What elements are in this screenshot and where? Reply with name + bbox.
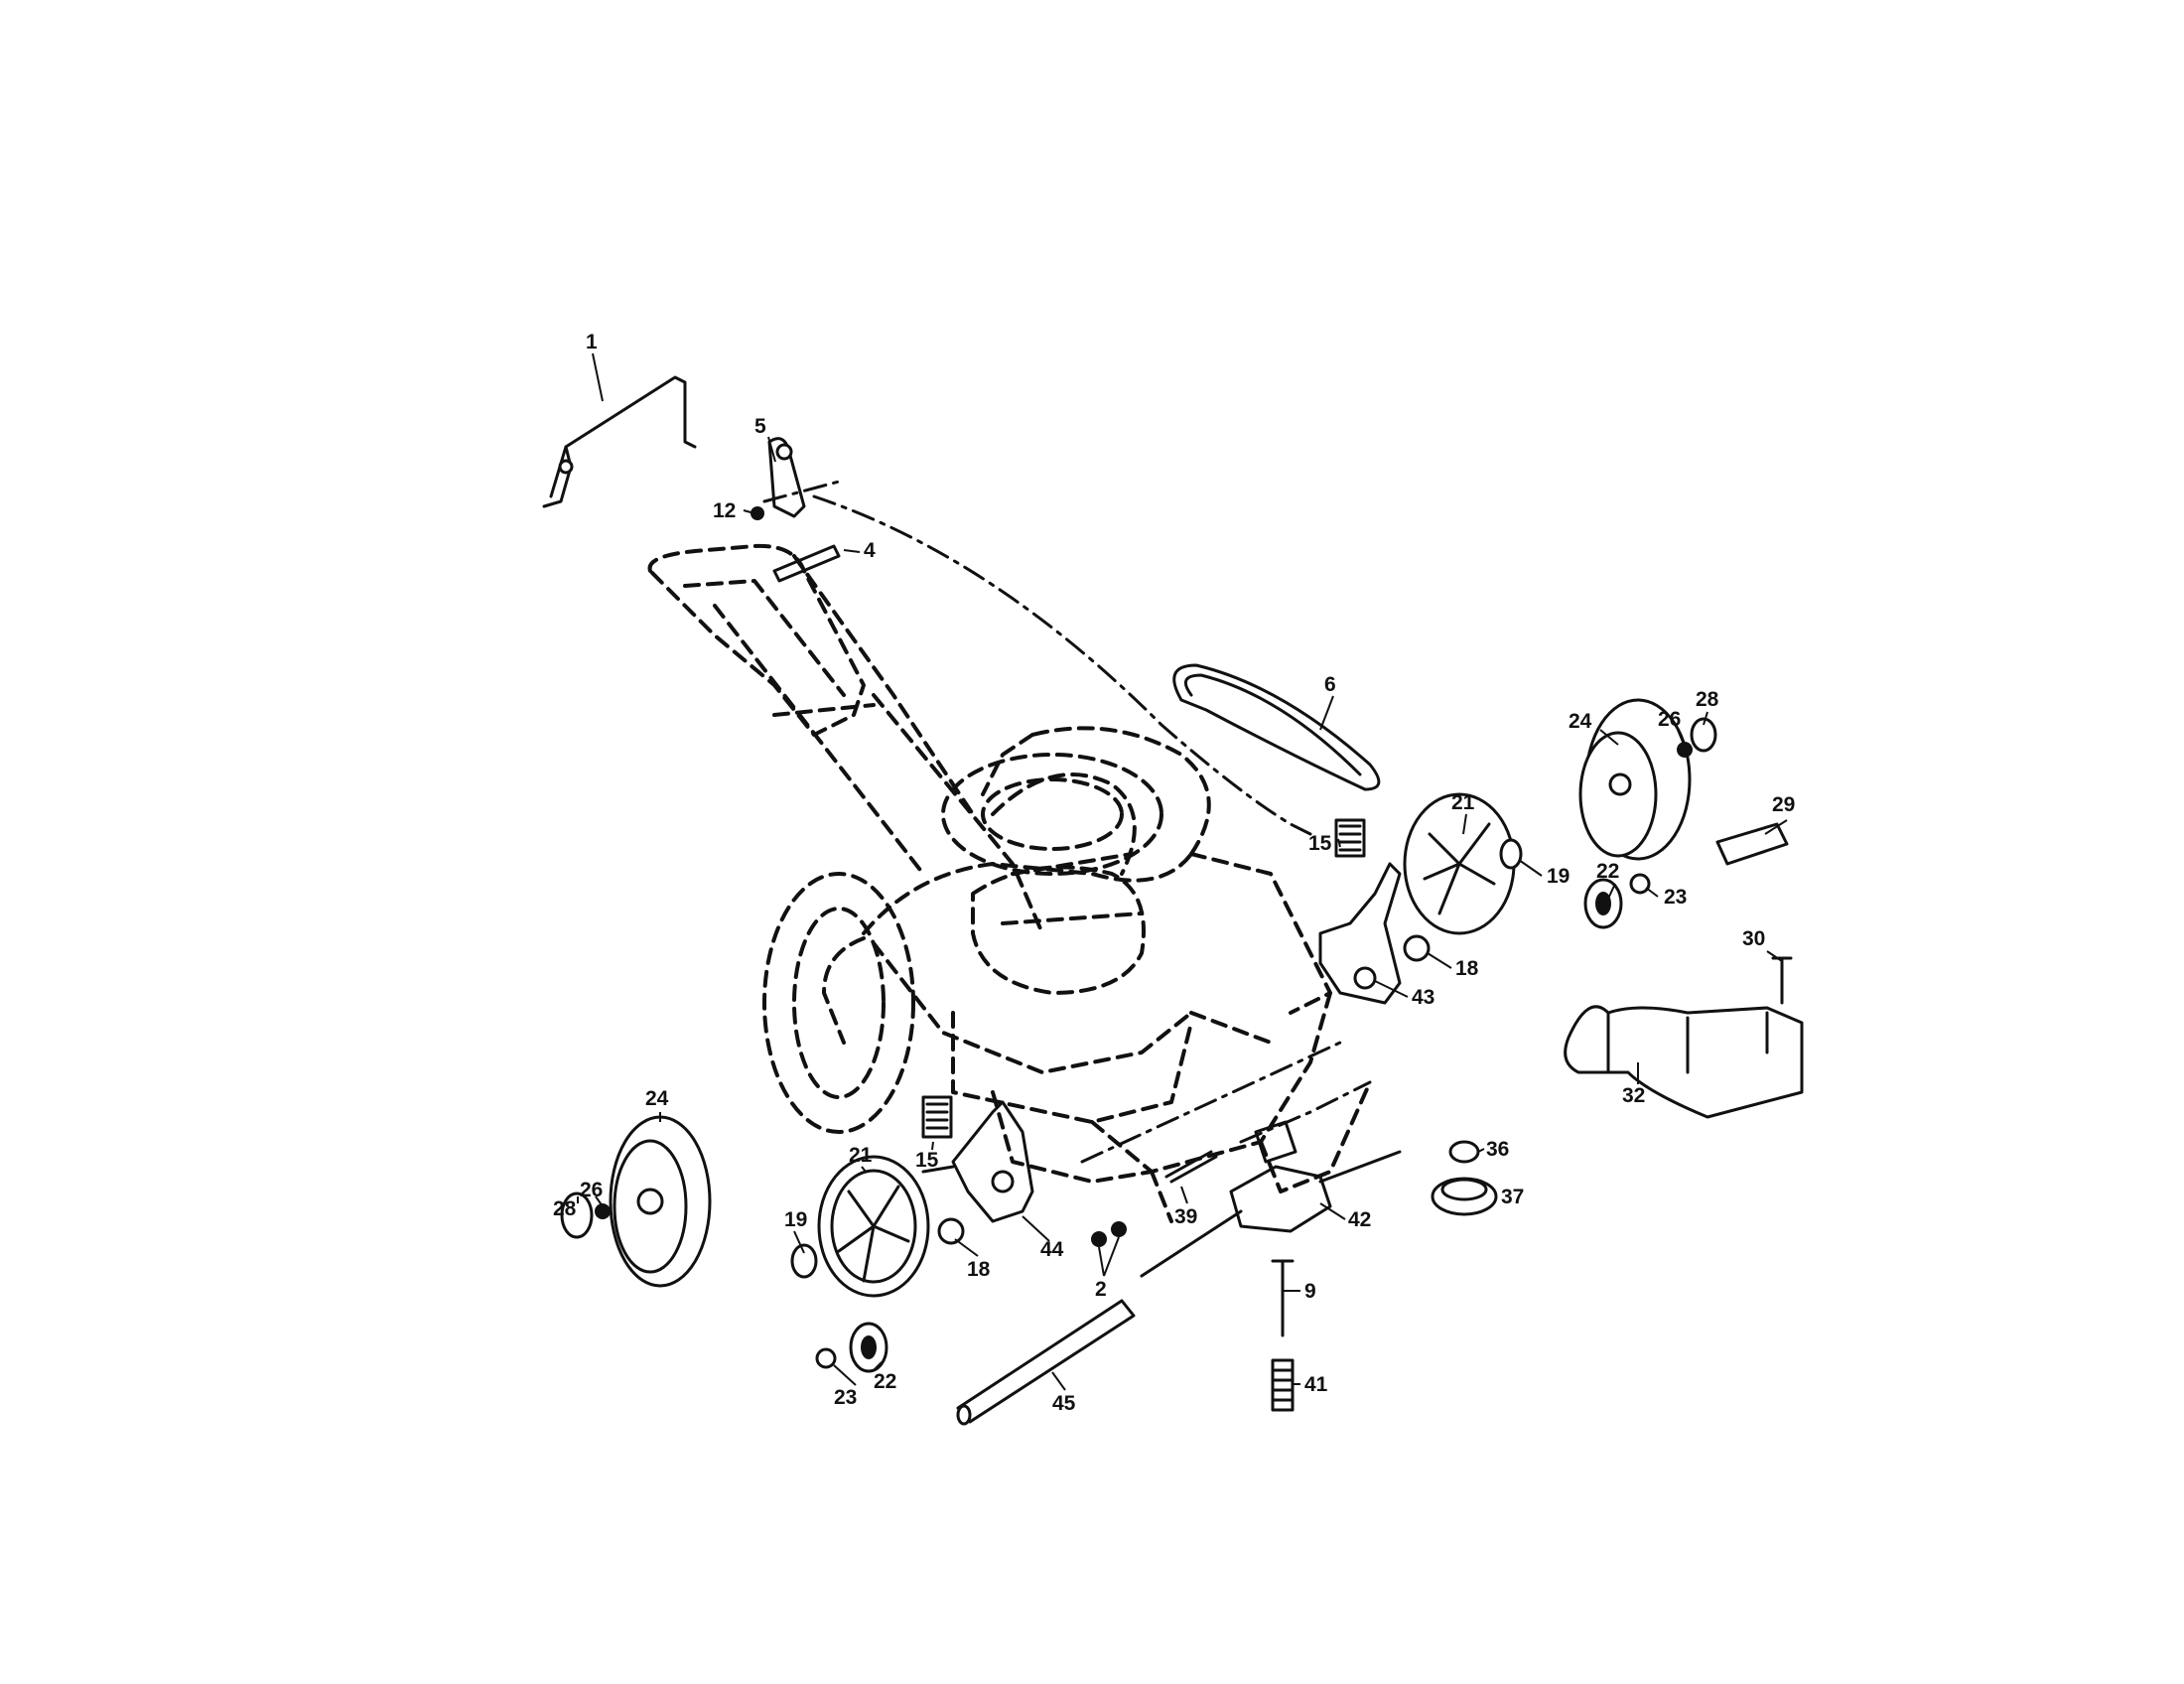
callout-22-left: 22 [874, 1370, 896, 1393]
callout-19-right: 19 [1547, 865, 1570, 888]
part-45-axle [956, 1299, 1136, 1426]
callout-41: 41 [1304, 1373, 1328, 1396]
callout-23-right: 23 [1664, 886, 1687, 909]
part-23-ring-left [815, 1347, 837, 1369]
part-19-washer-left [790, 1243, 818, 1279]
callout-5: 5 [754, 415, 766, 438]
part-5-control-bracket [767, 437, 806, 518]
part-21-hubcap-right [1403, 792, 1516, 935]
mower-body-phantom [647, 480, 1372, 1223]
part-12-nut [751, 506, 764, 520]
part-41-coupler [1271, 1358, 1295, 1412]
part-19-washer-right [1499, 838, 1523, 870]
part-23-ring-right [1629, 873, 1651, 895]
part-22-gear-left [849, 1322, 888, 1373]
part-29-label [1715, 822, 1789, 866]
callout-18-left: 18 [967, 1258, 991, 1281]
callout-39: 39 [1174, 1205, 1197, 1228]
part-44-height-adjuster-left [921, 1100, 1034, 1223]
callout-36: 36 [1486, 1138, 1509, 1161]
callout-29: 29 [1772, 793, 1795, 816]
callout-15-right: 15 [1308, 832, 1332, 855]
part-15-spring-right [1334, 818, 1366, 858]
rear-wheel-phantom-right [941, 753, 1163, 876]
part-22-gear-right [1583, 878, 1623, 929]
part-26-washer-right [1677, 742, 1693, 758]
part-39-spring [1164, 1150, 1218, 1184]
part-30-screw [1771, 956, 1793, 1005]
callout-26-right: 26 [1658, 708, 1681, 731]
part-37-pulley [1431, 1177, 1498, 1216]
callout-12: 12 [713, 499, 736, 522]
part-18-bearing-right [1403, 934, 1431, 962]
part-15-spring-left [921, 1095, 953, 1139]
callout-30: 30 [1742, 927, 1765, 950]
part-1-handle-bail [542, 375, 697, 508]
callout-4: 4 [864, 539, 876, 562]
callout-42: 42 [1348, 1208, 1371, 1231]
part-26-washer-left [595, 1203, 611, 1219]
part-32-rear-shield [1564, 1005, 1804, 1119]
callout-6: 6 [1324, 673, 1336, 696]
callout-2: 2 [1095, 1278, 1107, 1301]
callout-19-left: 19 [784, 1208, 807, 1231]
callout-32: 32 [1622, 1084, 1645, 1107]
callout-28-left: 28 [553, 1197, 577, 1220]
leader-lines [577, 352, 1788, 1391]
part-9-shaft [1271, 1259, 1295, 1337]
rear-wheel-phantom-left [762, 872, 915, 1134]
callout-44: 44 [1040, 1238, 1064, 1261]
callout-28-right: 28 [1696, 688, 1719, 711]
callout-26-left: 26 [580, 1179, 603, 1201]
part-28-cap-left [560, 1192, 594, 1239]
part-36-nut [1448, 1140, 1480, 1164]
part-28-cap-right [1690, 717, 1717, 753]
callout-24-left: 24 [645, 1087, 669, 1110]
callout-18-right: 18 [1455, 957, 1479, 980]
callout-21-right: 21 [1451, 791, 1475, 814]
callout-22-right: 22 [1596, 860, 1619, 883]
callout-23-left: 23 [834, 1386, 857, 1409]
part-43-height-adjuster-right [1318, 862, 1402, 1005]
part-42-transmission [1140, 1120, 1402, 1278]
callout-43: 43 [1412, 986, 1434, 1009]
callout-labels: 1 5 12 4 6 24 26 28 29 21 15 19 22 23 30… [553, 331, 1795, 1415]
part-21-hubcap-left [817, 1155, 930, 1298]
part-24-wheel-left [609, 1115, 712, 1288]
callout-45: 45 [1052, 1392, 1076, 1415]
callout-15-left: 15 [915, 1149, 939, 1172]
callout-24-right: 24 [1569, 710, 1592, 733]
part-18-bearing-left [937, 1217, 965, 1245]
part-2-bolts [1091, 1221, 1127, 1247]
callout-1: 1 [586, 331, 598, 353]
callout-21-left: 21 [849, 1144, 873, 1167]
part-6-belt [1172, 663, 1381, 791]
callout-37: 37 [1501, 1186, 1524, 1208]
part-4-clip [772, 544, 841, 583]
callout-9: 9 [1304, 1280, 1316, 1303]
